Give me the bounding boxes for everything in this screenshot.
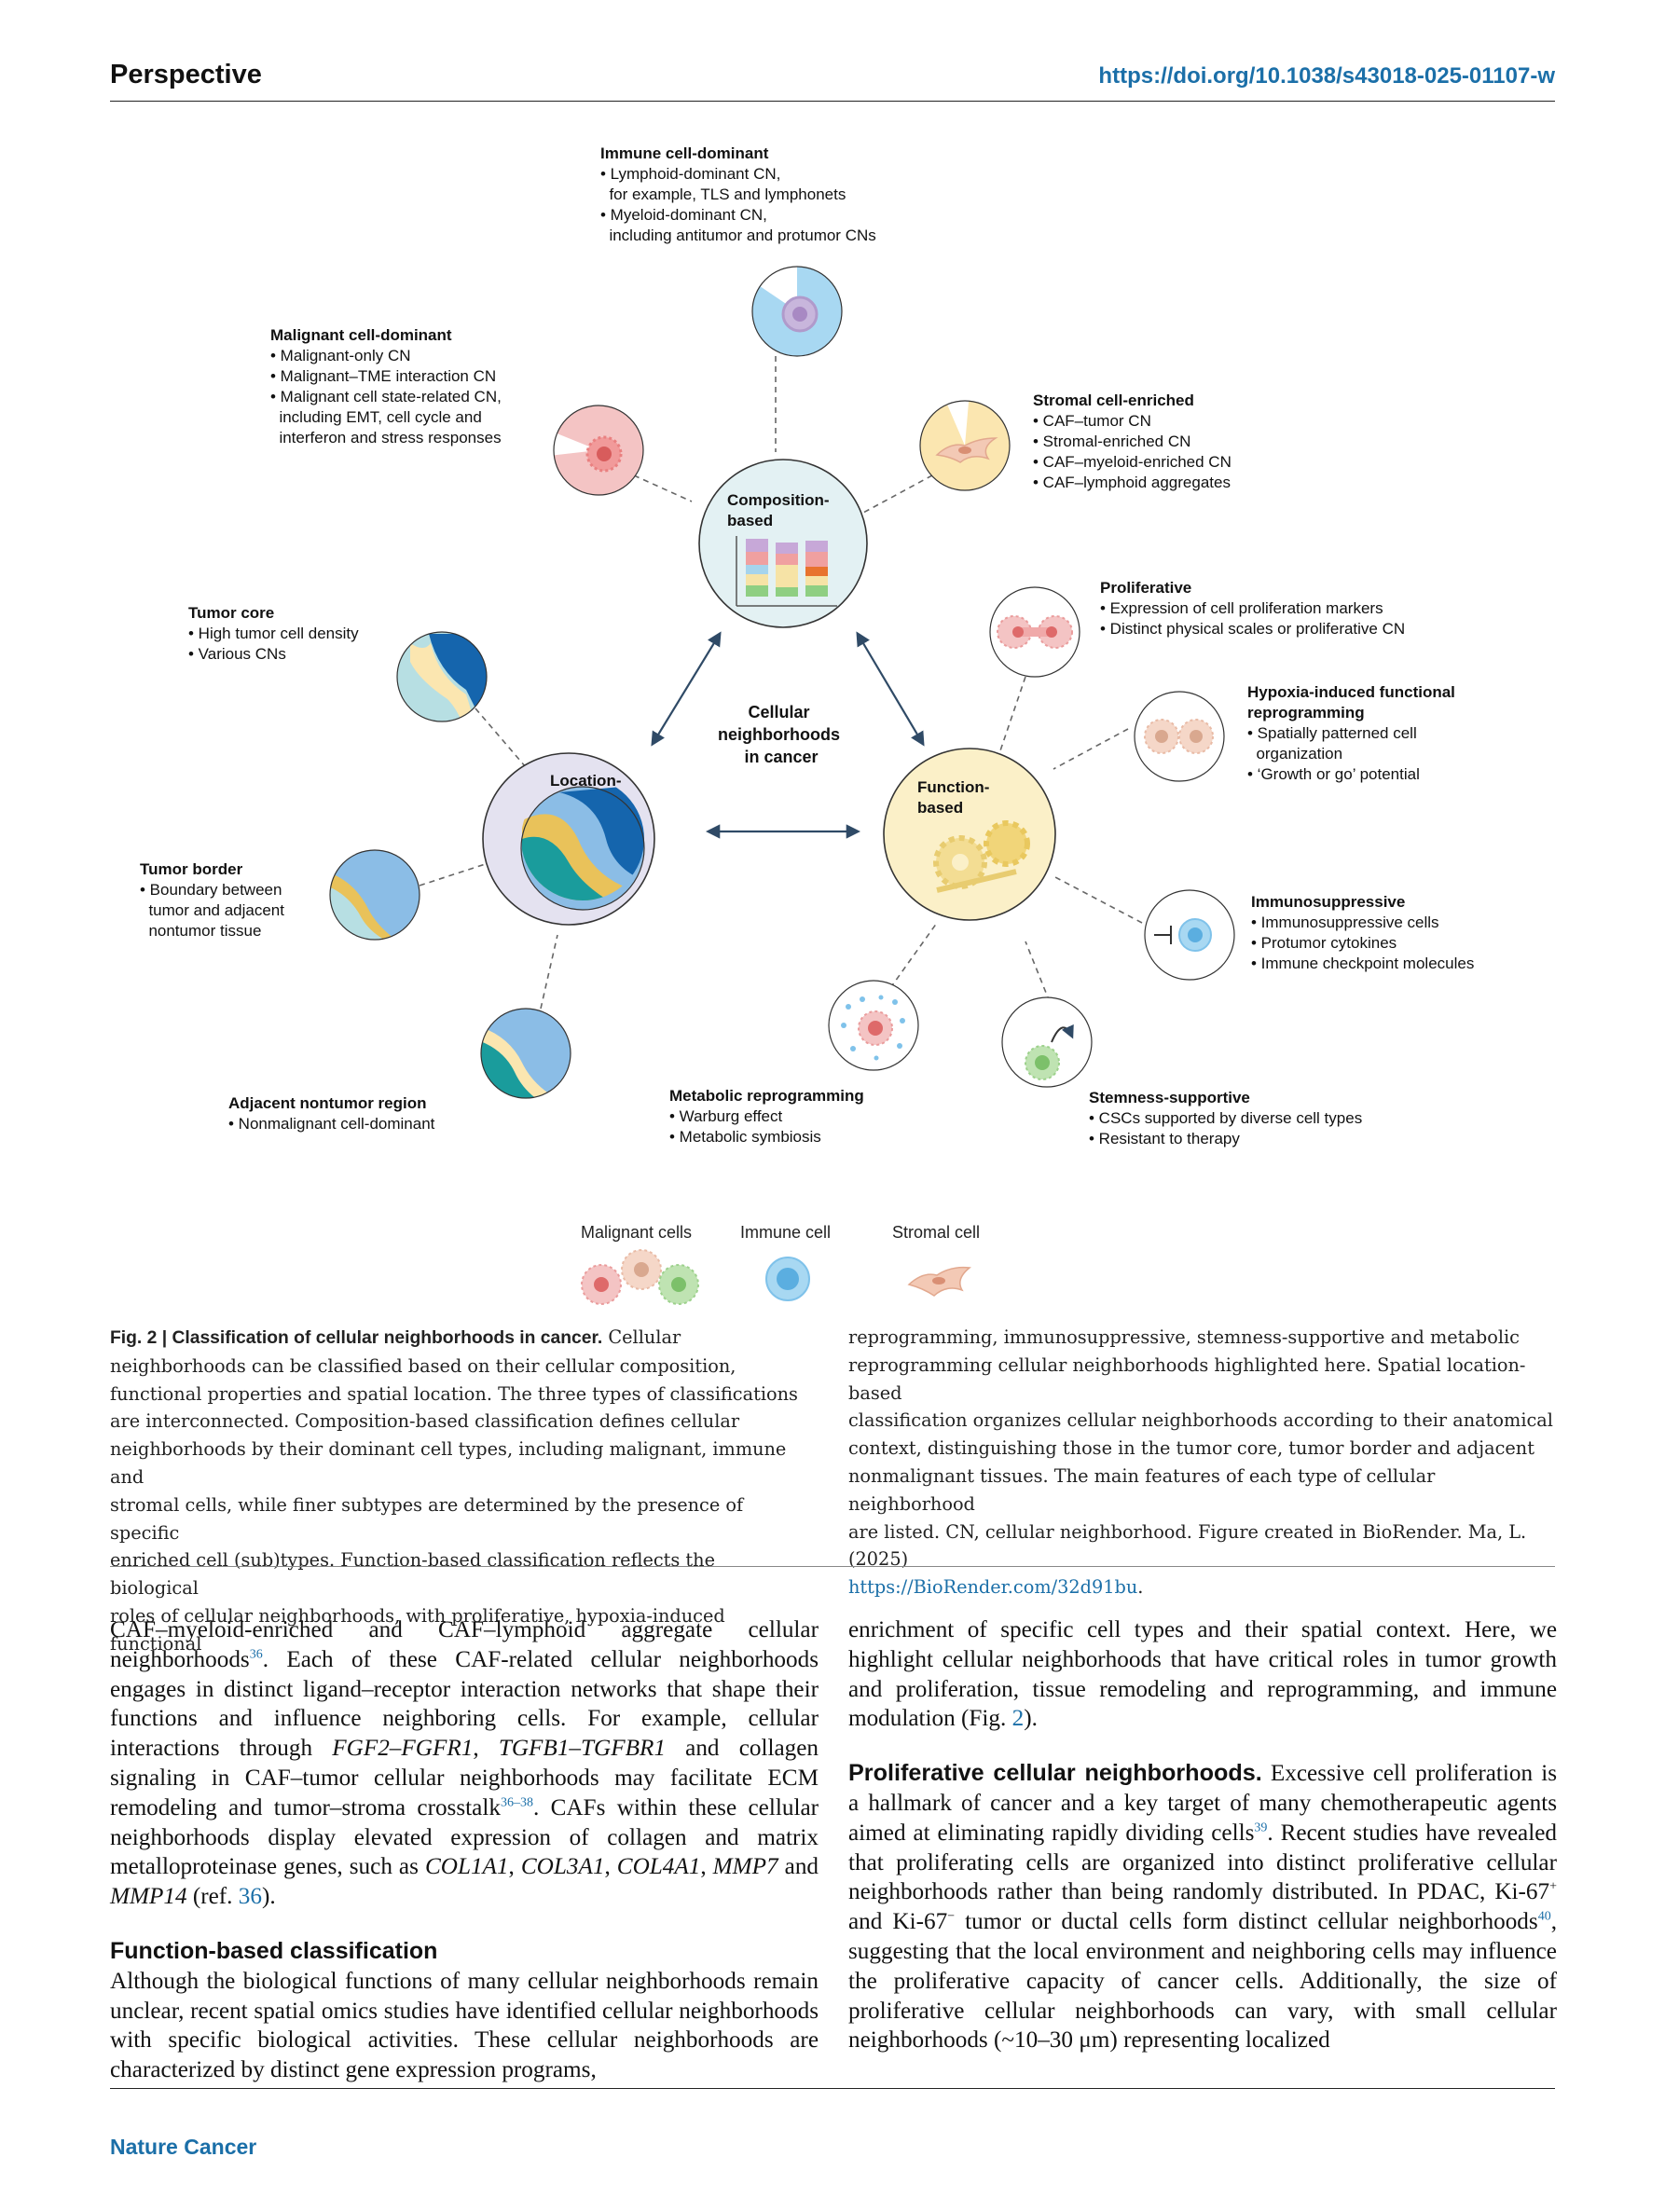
stromal-label: Stromal cell-enriched • CAF–tumor CN • S… xyxy=(1033,392,1236,491)
body-paragraph: enrichment of specific cell types and th… xyxy=(848,1617,1557,1732)
stemness-circle xyxy=(1001,996,1093,1088)
section-label: Perspective xyxy=(110,60,262,89)
footer-rule xyxy=(110,2088,1555,2089)
adjacent-circle xyxy=(480,1008,571,1099)
svg-text:Malignant cells Immune c: Malignant cells Immune cell Stromal cell xyxy=(581,1223,980,1242)
metabolic-label: Metabolic reprogramming • Warburg effect… xyxy=(669,1087,869,1146)
legend: Malignant cells Immune cell Stromal cell xyxy=(581,1223,980,1305)
tumor-border-label: Tumor border • Boundary between tumor an… xyxy=(140,860,289,940)
legend-stromal-label: Stromal cell xyxy=(892,1223,980,1242)
journal-name: Nature Cancer xyxy=(110,2135,257,2159)
stromal-circle xyxy=(919,400,1011,491)
immune-circle xyxy=(751,266,843,357)
body-paragraph: Proliferative cellular neighborhoods. Ex… xyxy=(848,1760,1558,2054)
tumor-core-circle xyxy=(396,631,488,722)
stemness-label: Stemness-supportive • CSCs supported by … xyxy=(1089,1089,1367,1147)
body-left-column: CAF–myeloid-enriched and CAF–lymphoid ag… xyxy=(110,1615,819,2085)
svg-text:Composition- based: Composition- based xyxy=(727,491,833,529)
tumor-border-circle xyxy=(329,849,420,941)
doi-link[interactable]: https://doi.org/10.1038/s43018-025-01107… xyxy=(1098,63,1555,89)
caption-rule xyxy=(110,1566,1555,1567)
hypoxia-circle xyxy=(1134,691,1225,782)
proliferative-circle xyxy=(989,586,1080,678)
body-paragraph: Although the biological functions of man… xyxy=(110,1968,819,2083)
body-right-column: enrichment of specific cell types and th… xyxy=(848,1615,1557,2055)
figure-2: Cellular neighborhoods in cancer Composi… xyxy=(140,144,1474,1305)
composition-hub: Composition- based xyxy=(698,459,868,628)
malignant-label: Malignant cell-dominant • Malignant-only… xyxy=(270,326,506,447)
proliferative-label: Proliferative • Expression of cell proli… xyxy=(1100,579,1405,638)
function-hub: Function- based xyxy=(883,748,1056,921)
legend-immune-label: Immune cell xyxy=(740,1223,831,1242)
location-hub: Location- based xyxy=(482,752,655,926)
immunosuppressive-circle xyxy=(1144,889,1235,981)
center-label: Cellular neighborhoods in cancer xyxy=(718,703,845,766)
svg-text:Function- based: Function- based xyxy=(917,778,994,817)
biorender-link[interactable]: https://BioRender.com/32d91bu xyxy=(848,1576,1138,1599)
hypoxia-label: Hypoxia-induced functional reprogramming… xyxy=(1247,683,1460,783)
legend-malignant-label: Malignant cells xyxy=(581,1223,692,1242)
header-rule xyxy=(110,101,1555,102)
body-paragraph: CAF–myeloid-enriched and CAF–lymphoid ag… xyxy=(110,1617,819,1910)
caption-right: reprogramming, immunosuppressive, stemne… xyxy=(848,1326,1553,1599)
metabolic-circle xyxy=(828,980,919,1071)
caption-left: Fig. 2 | Classification of cellular neig… xyxy=(110,1326,798,1655)
immunosuppressive-label: Immunosuppressive • Immunosuppressive ce… xyxy=(1251,893,1474,972)
malignant-circle xyxy=(553,405,644,496)
tumor-core-label: Tumor core • High tumor cell density • V… xyxy=(188,604,363,663)
immune-label: Immune cell-dominant • Lymphoid-dominant… xyxy=(600,144,876,244)
adjacent-label: Adjacent nontumor region • Nonmalignant … xyxy=(228,1094,435,1133)
section-heading: Function-based classification xyxy=(110,1937,438,1964)
